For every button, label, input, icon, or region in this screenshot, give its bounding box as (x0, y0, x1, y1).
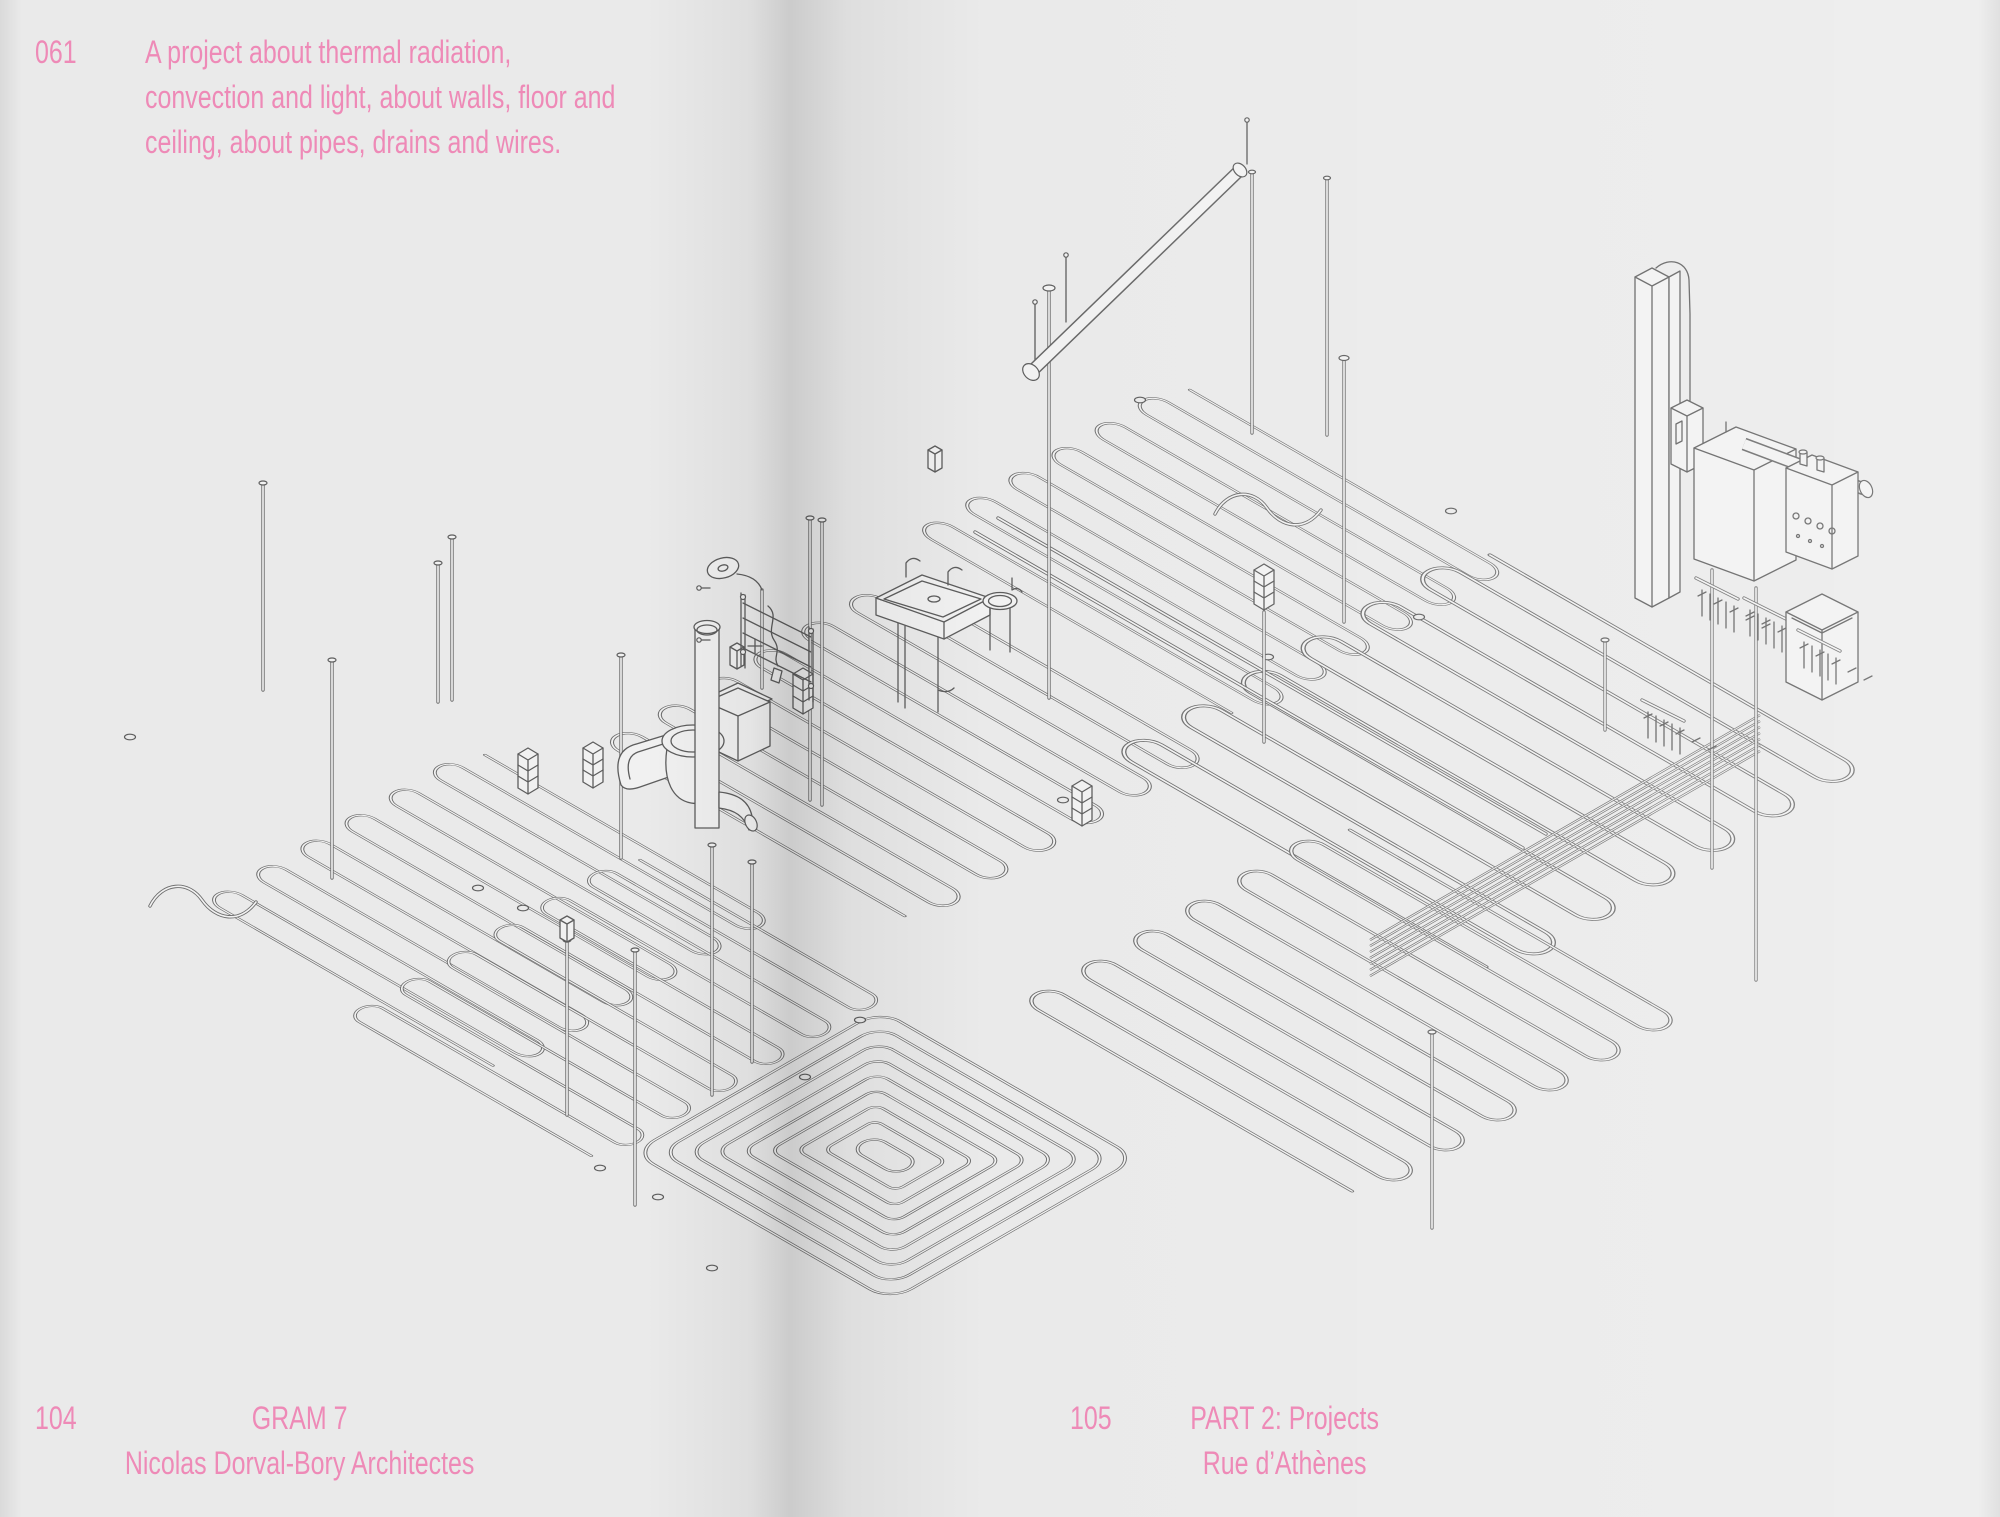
left-footer-page-number: 104 (35, 1400, 77, 1436)
left-footer-imprint: GRAM 7 Nicolas Dorval-Bory Architectes (50, 1396, 549, 1486)
left-footer-title: GRAM 7 (251, 1400, 348, 1436)
caption-text: A project about thermal radiation, conve… (145, 30, 615, 165)
right-footer-section: PART 2: Projects Rue d’Athènes (1035, 1396, 1534, 1486)
left-page-caption: 061 A project about thermal radiation, c… (35, 30, 615, 165)
caption-line: A project about thermal radiation, (144, 34, 512, 70)
left-footer-subtitle: Nicolas Dorval-Bory Architectes (124, 1445, 475, 1481)
figure-number: 061 (35, 34, 77, 70)
caption-line: convection and light, about walls, floor… (144, 79, 616, 115)
right-footer-page-number: 105 (1070, 1400, 1112, 1436)
right-footer-title: PART 2: Projects (1190, 1400, 1379, 1436)
caption-line: ceiling, about pipes, drains and wires. (144, 124, 562, 160)
right-footer-subtitle: Rue d’Athènes (1202, 1445, 1367, 1481)
